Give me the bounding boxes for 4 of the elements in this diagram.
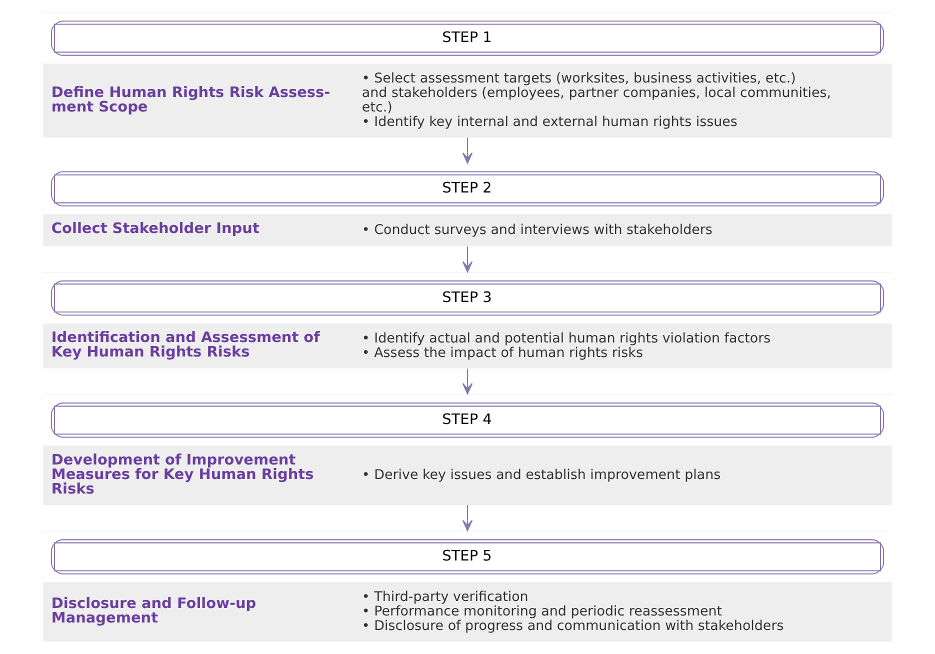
arrow xyxy=(462,138,473,164)
arrow xyxy=(462,368,473,394)
arrow xyxy=(462,246,473,272)
arrow xyxy=(462,505,473,532)
